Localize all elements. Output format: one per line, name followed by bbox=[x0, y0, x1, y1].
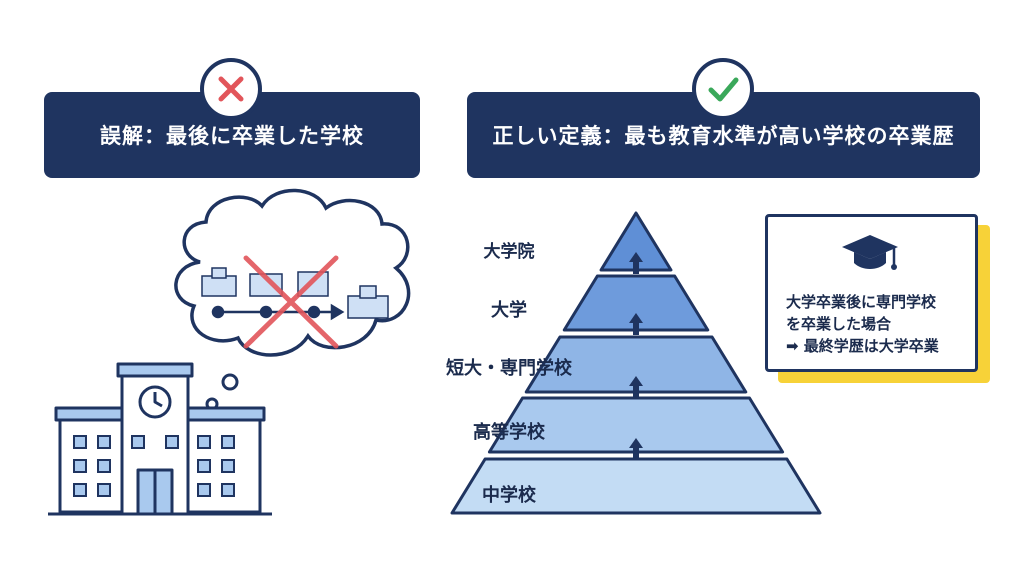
note-card: 大学卒業後に専門学校 を卒業した場合 ➡ 最終学歴は大学卒業 bbox=[765, 214, 978, 372]
up-arrow-icon bbox=[629, 252, 643, 274]
pyramid-tier-university bbox=[562, 274, 710, 332]
pyramid-level-label-college: 短大・専門学校 bbox=[446, 358, 572, 379]
pyramid-level-label-middleschool: 中学校 bbox=[482, 485, 536, 506]
small-school-icon-2 bbox=[249, 273, 283, 297]
pyramid-level-label-highschool: 高等学校 bbox=[473, 422, 545, 443]
up-arrow-icon bbox=[629, 313, 643, 335]
check-mark-icon bbox=[692, 58, 754, 120]
up-arrow-icon bbox=[629, 376, 643, 398]
misconception-title: 誤解：最後に卒業した学校 bbox=[100, 124, 364, 148]
note-line-2: を卒業した場合 bbox=[786, 315, 892, 333]
note-line-3: ➡ 最終学歴は大学卒業 bbox=[786, 337, 939, 355]
up-arrow-icon bbox=[629, 438, 643, 460]
note-line-1: 大学卒業後に専門学校 bbox=[786, 293, 937, 311]
pyramid-tier-highschool bbox=[487, 396, 785, 454]
pyramid-tier-college bbox=[524, 335, 748, 394]
thought-dot-large bbox=[221, 373, 239, 391]
graduation-cap-icon bbox=[842, 235, 898, 270]
correct-definition-title: 正しい定義：最も教育水準が高い学校の卒業歴 bbox=[492, 124, 955, 148]
timeline-arrow bbox=[211, 303, 345, 321]
pyramid-level-label-university: 大学 bbox=[491, 300, 527, 321]
small-school-icon-1 bbox=[201, 267, 237, 297]
x-mark-icon bbox=[200, 58, 262, 120]
pyramid-tier-middleschool bbox=[450, 457, 822, 515]
small-school-icon-4 bbox=[347, 285, 389, 319]
cross-out-icon bbox=[243, 255, 339, 349]
pyramid-level-label-graduate: 大学院 bbox=[483, 242, 535, 262]
